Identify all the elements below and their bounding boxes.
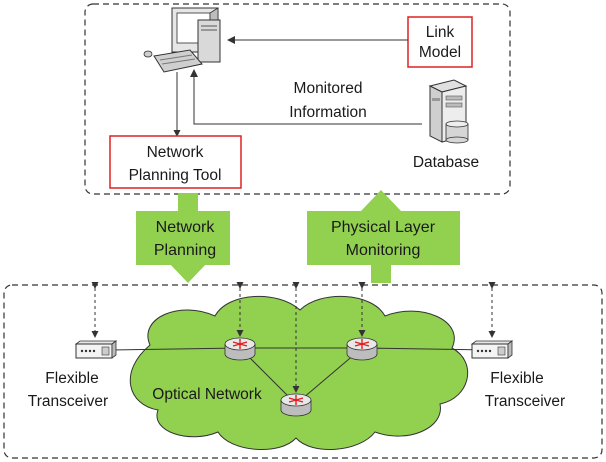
network-planning-label-2: Planning bbox=[154, 242, 216, 259]
transceiver-left-label-1: Flexible bbox=[45, 370, 98, 387]
desktop-computer-icon bbox=[143, 7, 221, 73]
database-server-icon bbox=[428, 79, 469, 144]
link-model-label-1: Link bbox=[426, 24, 455, 41]
link-model-box bbox=[407, 16, 473, 68]
control-links bbox=[91, 282, 496, 393]
database-label: Database bbox=[413, 154, 479, 171]
link-model-label-2: Model bbox=[419, 44, 461, 61]
network-planning-label-1: Network bbox=[156, 219, 216, 236]
monitored-information-label-1: Monitored bbox=[294, 80, 363, 97]
network-planning-arrow bbox=[136, 193, 230, 283]
transceiver-left-label-2: Transceiver bbox=[28, 393, 108, 410]
physical-layer-monitoring-label-1: Physical Layer bbox=[331, 219, 436, 236]
network-planning-tool-label-1: Network bbox=[147, 144, 204, 161]
optical-router-icon bbox=[280, 393, 312, 417]
transceiver-icon bbox=[470, 340, 514, 359]
transceiver-right-label-2: Transceiver bbox=[485, 393, 565, 410]
optical-network-cloud bbox=[129, 295, 469, 450]
network-planning-tool-box bbox=[109, 135, 242, 189]
control-plane-frame bbox=[84, 3, 511, 195]
optical-router-icon bbox=[224, 337, 256, 361]
transceiver-icon bbox=[74, 340, 118, 359]
transceiver-right-label-1: Flexible bbox=[490, 370, 543, 387]
physical-layer-monitoring-arrow bbox=[307, 190, 460, 283]
monitored-information-label-2: Information bbox=[289, 104, 367, 121]
optical-router-icon bbox=[346, 337, 378, 361]
database-to-computer-arrow bbox=[190, 69, 422, 125]
data-plane-frame bbox=[3, 284, 603, 459]
optical-network-label: Optical Network bbox=[152, 386, 262, 403]
network-planning-tool-label-2: Planning Tool bbox=[129, 167, 222, 184]
physical-layer-monitoring-label-2: Monitoring bbox=[346, 242, 421, 259]
